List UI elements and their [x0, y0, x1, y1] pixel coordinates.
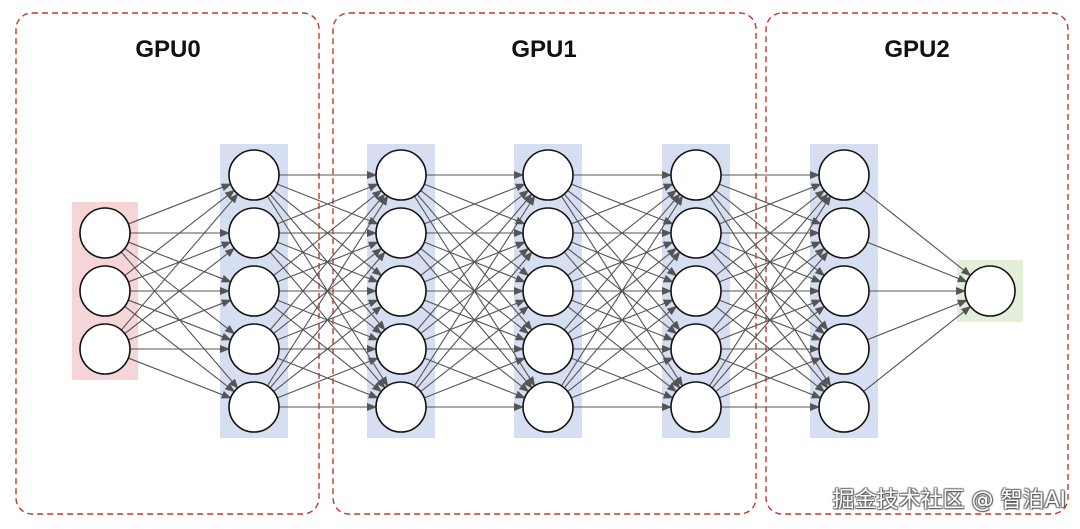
connection-edge — [277, 357, 379, 399]
gpu1-boundary — [332, 12, 757, 515]
connection-edge — [269, 251, 386, 389]
connection-edge — [867, 299, 968, 341]
hidden-neuron — [670, 265, 722, 317]
connection-edge — [719, 183, 822, 225]
hidden-neuron — [522, 381, 574, 433]
hidden-neuron — [670, 149, 722, 201]
connection-edge — [128, 357, 232, 399]
hidden-neuron — [228, 207, 280, 259]
hidden-neuron — [818, 323, 870, 375]
connection-edge — [863, 305, 972, 392]
hidden-neuron — [375, 149, 427, 201]
hidden-neuron — [818, 381, 870, 433]
connection-edge — [128, 299, 232, 341]
connection-edge — [708, 195, 832, 387]
gpu0-title: GPU0 — [135, 36, 201, 63]
hidden-neuron — [375, 323, 427, 375]
connection-edge — [420, 305, 530, 392]
connection-edge — [571, 183, 674, 225]
connection-edge — [124, 189, 236, 277]
connection-edge — [266, 195, 389, 387]
input-neuron — [79, 207, 131, 259]
gpu2-title: GPU2 — [884, 36, 950, 63]
hidden-neuron — [670, 207, 722, 259]
connection-edge — [711, 193, 829, 331]
connection-edge — [719, 357, 822, 399]
hidden-neuron — [818, 207, 870, 259]
gpu1-title: GPU1 — [511, 36, 577, 63]
hidden-neuron — [375, 207, 427, 259]
connection-edge — [567, 305, 678, 393]
hidden-neuron — [522, 207, 574, 259]
connection-edge — [715, 305, 826, 393]
connection-edge — [128, 183, 232, 225]
connection-edge — [269, 193, 386, 331]
connection-edge — [571, 357, 674, 399]
connection-edge — [560, 195, 684, 387]
connection-edge — [420, 189, 530, 276]
connection-edge — [277, 183, 379, 225]
connection-edge — [124, 247, 236, 335]
connection-edge — [273, 305, 383, 392]
hidden-neuron — [375, 265, 427, 317]
connection-edge — [273, 189, 383, 276]
hidden-neuron — [228, 149, 280, 201]
connection-edge — [413, 195, 536, 387]
hidden-neuron — [670, 381, 722, 433]
hidden-neuron — [818, 149, 870, 201]
hidden-neuron — [522, 149, 574, 201]
connection-edge — [867, 241, 968, 283]
hidden-neuron — [522, 265, 574, 317]
gpu2-boundary — [765, 12, 1069, 515]
output-neuron — [964, 265, 1016, 317]
hidden-neuron — [228, 381, 280, 433]
connection-edge — [567, 189, 678, 277]
hidden-neuron — [228, 265, 280, 317]
input-neuron — [79, 265, 131, 317]
connection-edge — [563, 193, 681, 331]
hidden-neuron — [375, 381, 427, 433]
hidden-neuron — [228, 323, 280, 375]
hidden-neuron — [818, 265, 870, 317]
connection-edge — [120, 193, 239, 331]
connection-edge — [863, 190, 972, 277]
connection-edge — [563, 251, 681, 389]
hidden-neuron — [670, 323, 722, 375]
watermark: 掘金技术社区 @ 智泊AI — [832, 488, 1066, 513]
input-neuron — [79, 323, 131, 375]
hidden-neuron — [522, 323, 574, 375]
connection-edge — [424, 357, 526, 399]
gpu0-boundary — [15, 12, 320, 515]
connection-edge — [416, 193, 533, 331]
connection-edge — [416, 251, 533, 389]
connection-edge — [715, 189, 826, 277]
connection-edge — [711, 251, 829, 389]
connection-edge — [424, 183, 526, 225]
